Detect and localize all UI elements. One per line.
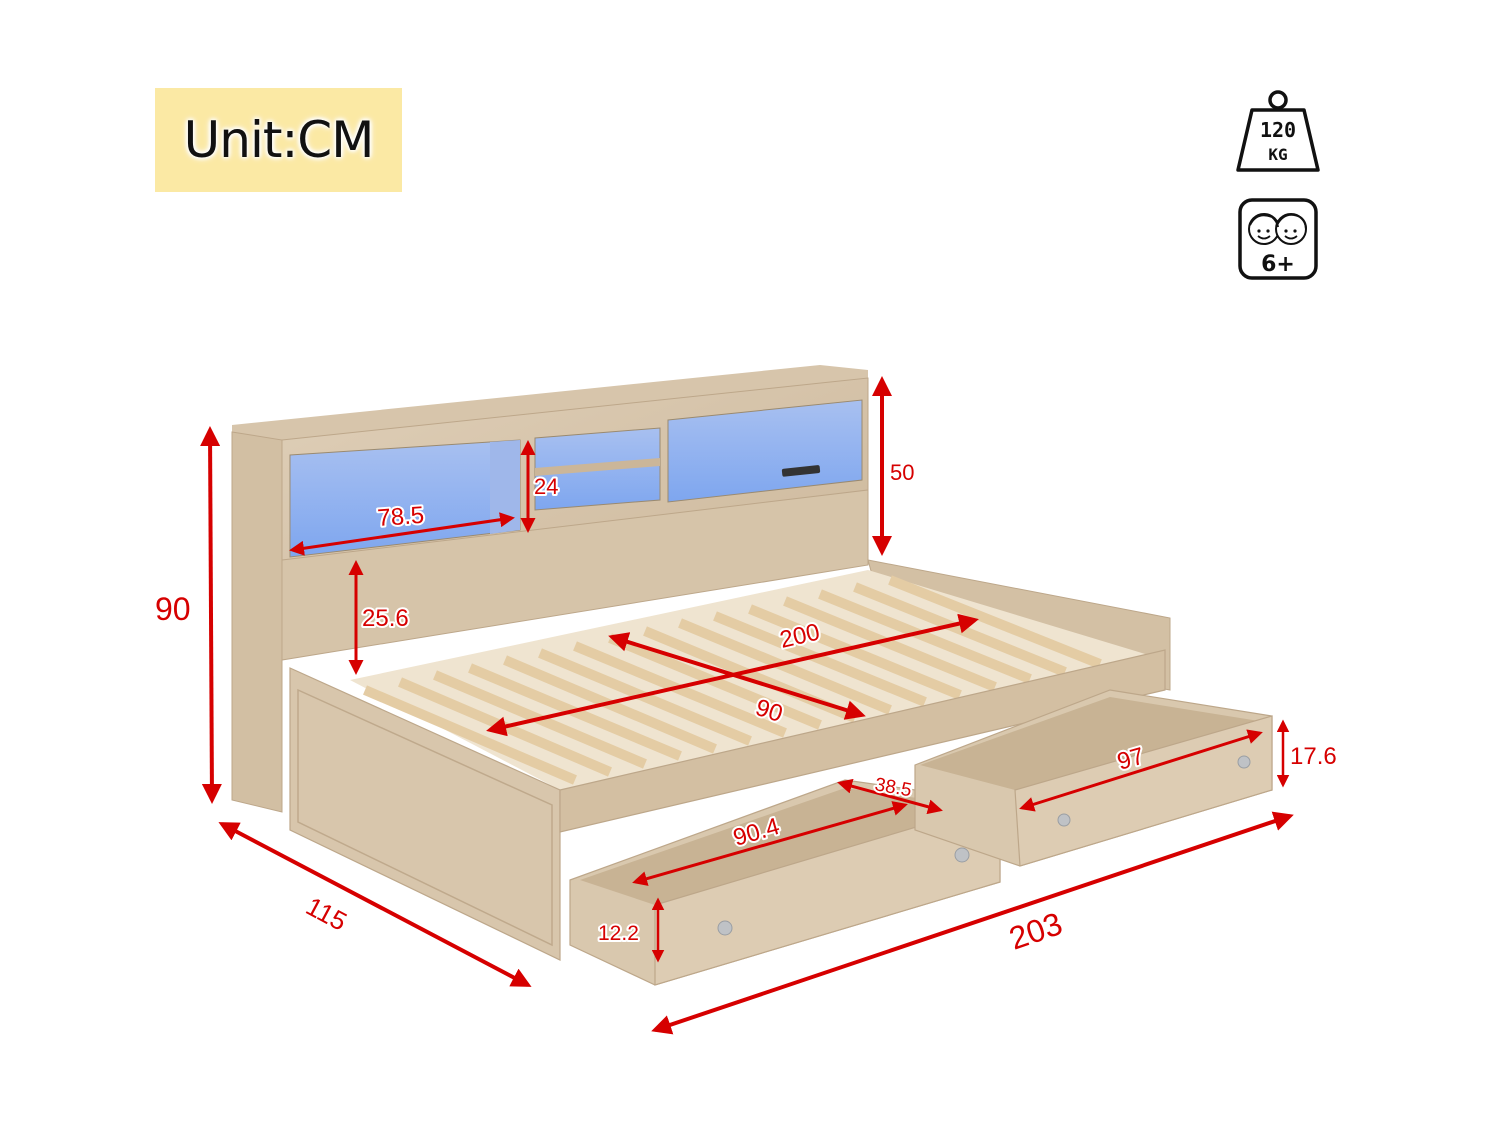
- label-headboard-gap: 25.6: [362, 605, 409, 632]
- right-drawer-knob-1: [1057, 813, 1071, 827]
- kids-age-icon: 6+: [1238, 198, 1318, 280]
- left-drawer-depth-arrow: [837, 778, 943, 815]
- led-shelf-right: [667, 399, 863, 503]
- usb-charging-port: [781, 465, 821, 477]
- right-drawer-length-arrow: [1019, 729, 1263, 812]
- middle-shelf-board: [535, 458, 660, 476]
- weight-capacity-badge: 120 KG: [1232, 88, 1324, 174]
- right-drawer-knob-2: [1237, 755, 1251, 769]
- label-shelf-width: 78.5: [377, 502, 425, 532]
- headboard-lower-panel: [281, 489, 869, 661]
- label-total-height: 90: [155, 591, 191, 627]
- unit-label-badge: Unit:CM: [155, 88, 402, 192]
- age-value: 6+: [1261, 252, 1295, 277]
- unit-label: Unit:CM: [183, 111, 375, 169]
- left-drawer-length-arrow: [632, 801, 908, 886]
- label-left-drawer-height: 12.2: [598, 922, 639, 945]
- label-headboard-height: 50: [890, 460, 914, 485]
- left-drawer-knob-1: [717, 920, 733, 936]
- left-drawer-knob-2: [954, 847, 970, 863]
- length-203-arrow: [651, 811, 1294, 1035]
- headboard-top: [232, 365, 868, 440]
- label-total-depth: 115: [301, 891, 352, 937]
- bed-illustration: [231, 365, 1273, 986]
- label-shelf-height: 24: [534, 474, 558, 499]
- height-arrow: [200, 426, 222, 804]
- weight-value: 120: [1260, 118, 1296, 142]
- label-right-drawer-height: 17.6: [1290, 743, 1337, 770]
- shelf-width-arrow: [289, 512, 515, 556]
- dimension-arrows: [200, 376, 1294, 1035]
- weight-unit: KG: [1268, 145, 1287, 164]
- width-90-arrow: [608, 632, 866, 720]
- led-shelf-left-divider: [490, 440, 520, 534]
- weight-icon: 120 KG: [1236, 90, 1320, 172]
- age-recommendation-badge: 6+: [1237, 197, 1319, 281]
- depth-115-arrow: [218, 822, 532, 987]
- left-post: [231, 431, 283, 813]
- label-total-length: 203: [1005, 905, 1067, 956]
